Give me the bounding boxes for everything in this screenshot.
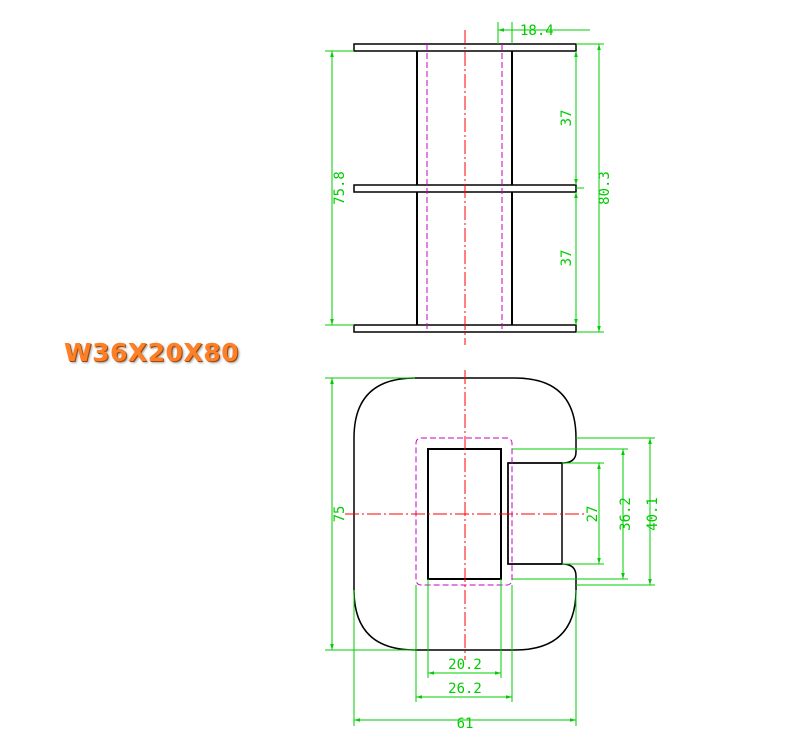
dim-core-outer: 26.2 (415, 585, 513, 702)
dim-width: 61 (353, 590, 577, 732)
dim-top-width: 18.4 (497, 22, 590, 44)
dim-core-inner: 20.2 (427, 579, 502, 678)
dim-label-window-outer: 40.1 (645, 497, 661, 531)
dim-label-inner-height: 75.8 (332, 171, 348, 205)
dim-total-height: 80.3 (576, 43, 613, 333)
dim-label-total-height: 80.3 (597, 171, 613, 205)
bobbin-outline-hidden (415, 437, 513, 586)
side-view: 18.4 75.8 37 37 80.3 (325, 22, 613, 345)
dim-inner-height: 75.8 (325, 50, 354, 326)
dim-label-upper-section: 37 (559, 110, 575, 127)
dim-label-width: 61 (457, 716, 474, 732)
top-view: 75 27 36.2 40.1 20.2 (325, 370, 661, 732)
dim-slot: 27 (562, 462, 604, 565)
dim-window-inner: 36.2 (512, 448, 634, 580)
hidden-lines (426, 44, 503, 332)
dim-label-slot: 27 (585, 506, 601, 523)
bobbin-tube-walls (416, 51, 513, 325)
dim-label-core-inner: 20.2 (448, 657, 482, 673)
dim-label-lower-section: 37 (559, 250, 575, 267)
dim-label-height: 75 (332, 506, 348, 523)
dim-label-top-width: 18.4 (520, 23, 554, 39)
dim-height: 75 (325, 377, 415, 651)
dim-label-core-outer: 26.2 (448, 681, 482, 697)
dim-label-window-inner: 36.2 (618, 497, 634, 531)
dim-window-outer: 40.1 (576, 437, 661, 586)
dim-sections: 37 37 (559, 43, 584, 333)
part-title: W36X20X80 (64, 338, 239, 367)
